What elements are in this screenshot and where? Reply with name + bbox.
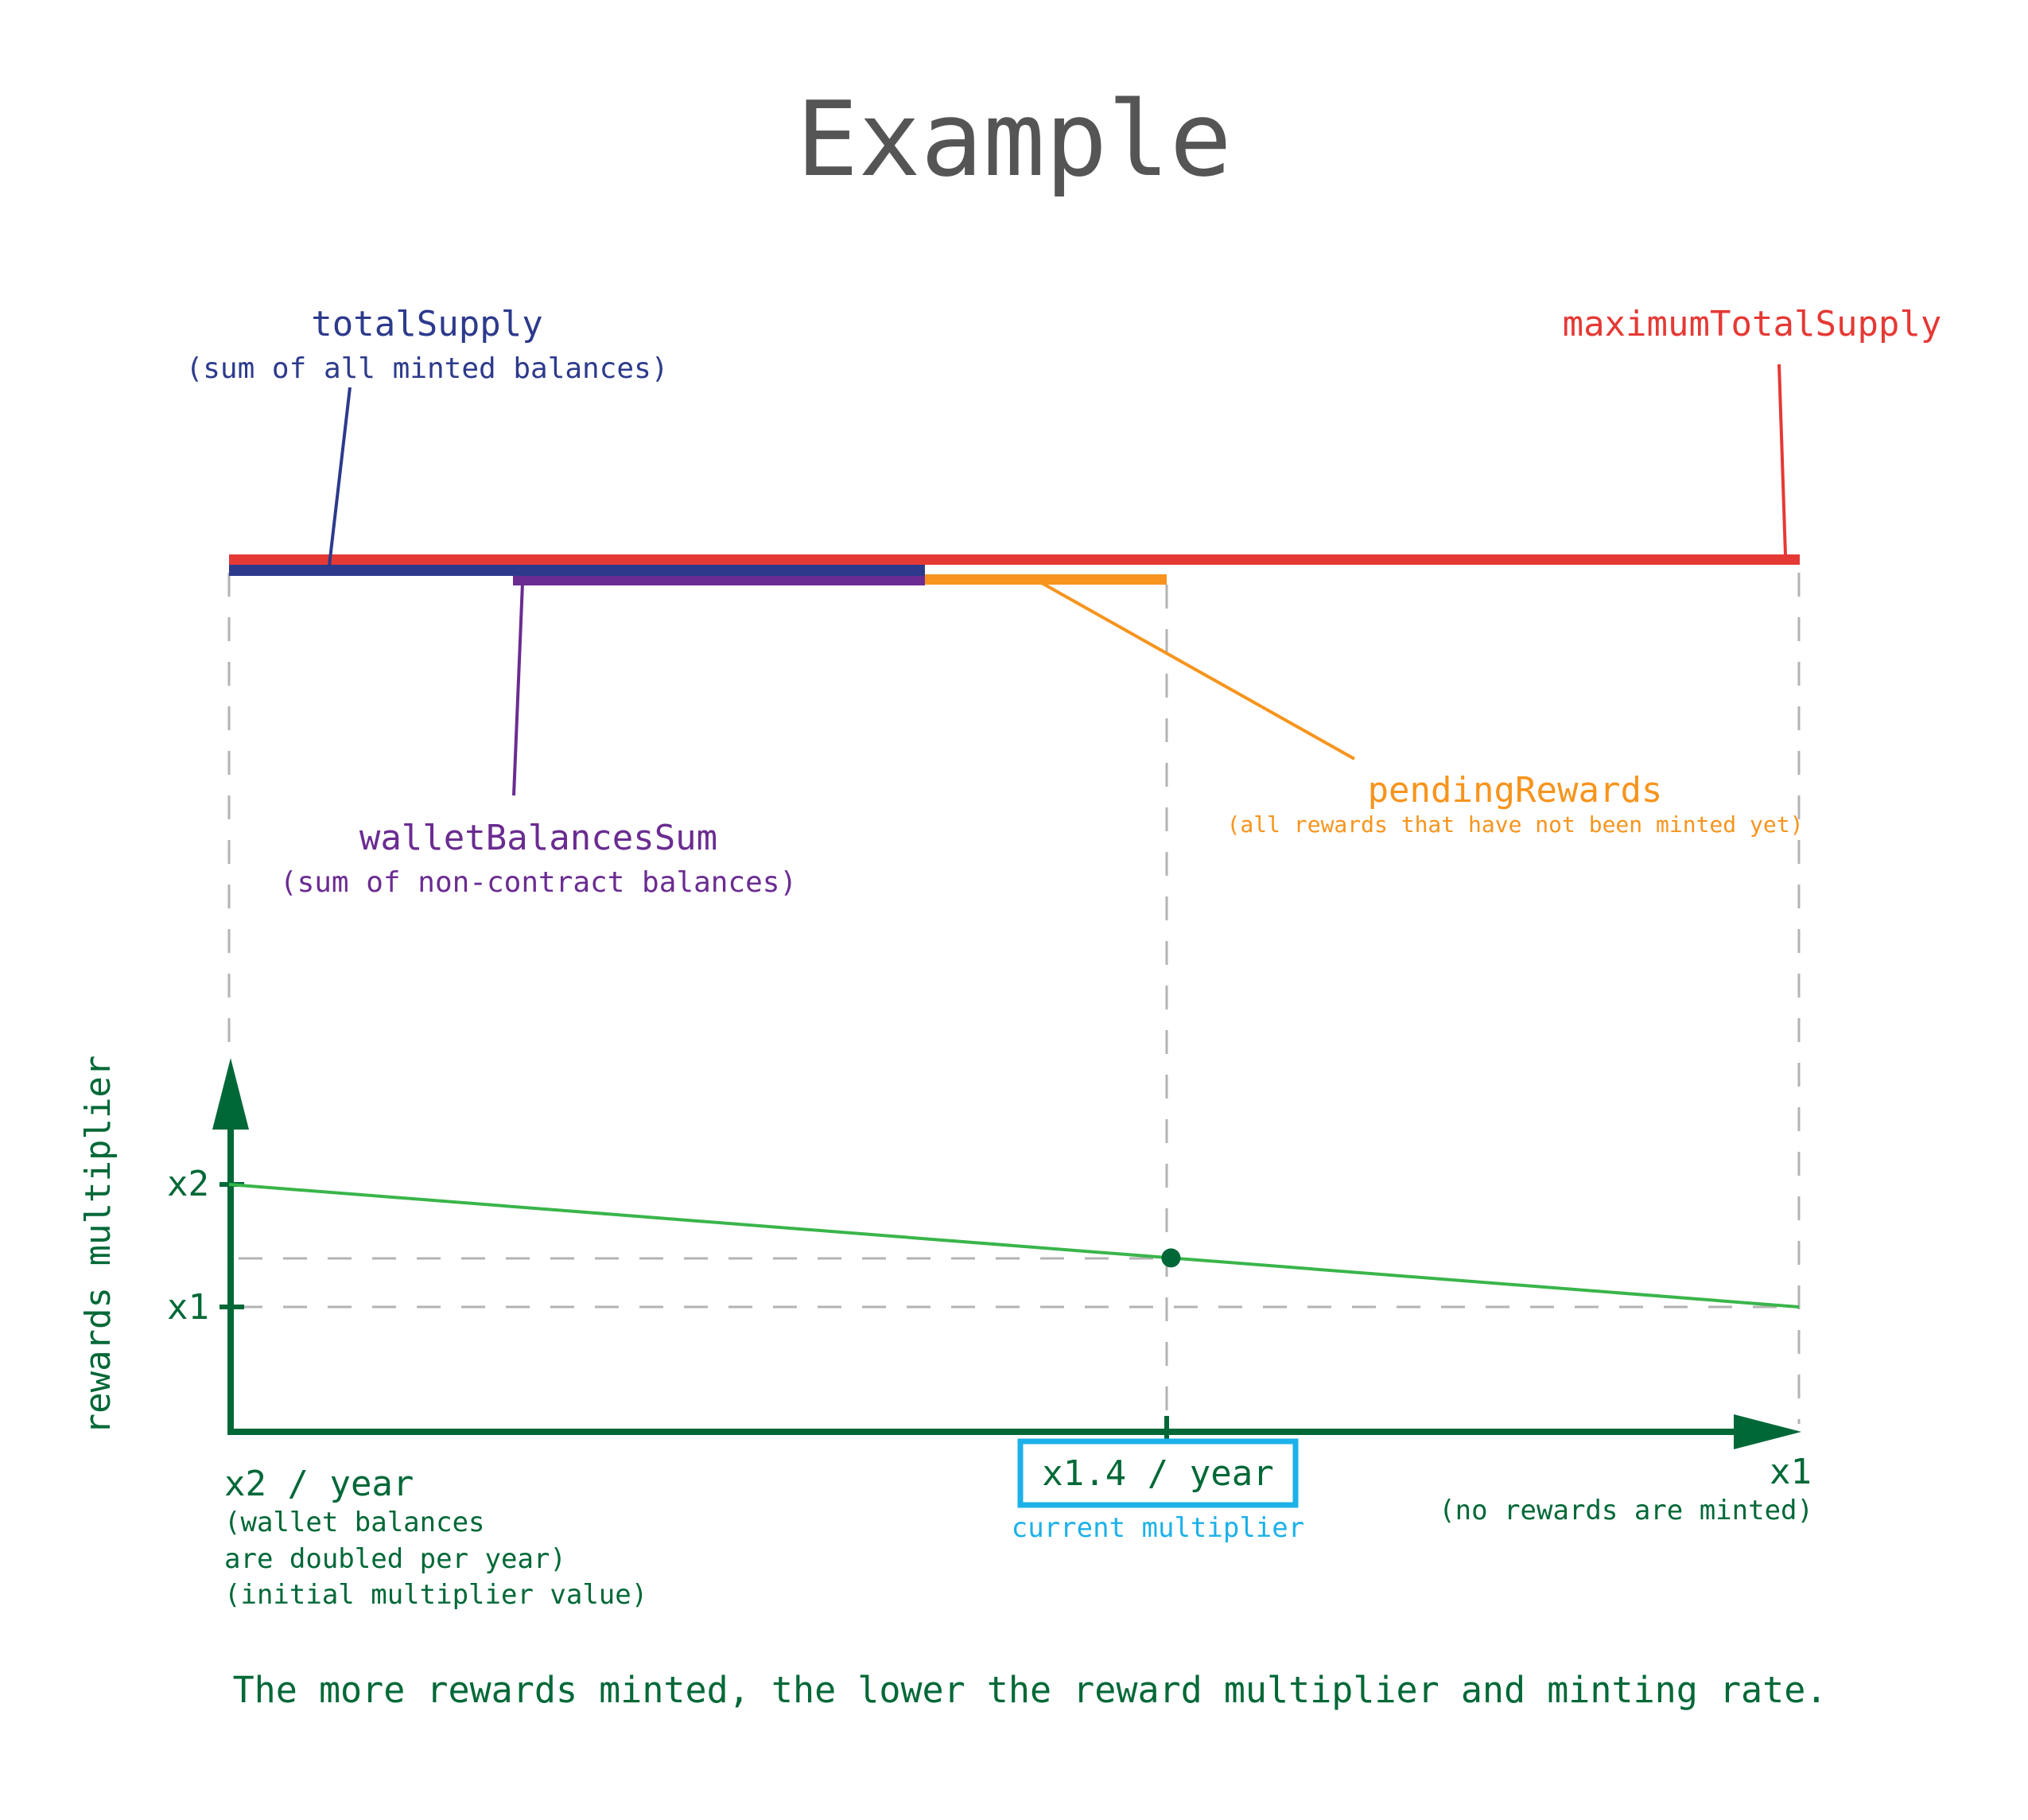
x-current-label: x1.4 / year (1042, 1453, 1273, 1494)
x-start-note-2: are doubled per year) (224, 1543, 566, 1575)
current-multiplier-point (1161, 1248, 1181, 1268)
supply-bars (229, 554, 1800, 585)
maximum-total-supply-label: maximumTotalSupply (1563, 304, 1942, 344)
total-supply-leader (328, 387, 352, 566)
wallet-balances-sum-description: (sum of non-contract balances) (280, 866, 797, 899)
y-axis-arrow (212, 1058, 249, 1130)
x-current-note: current multiplier (1012, 1512, 1304, 1544)
multiplier-series-line (228, 1183, 1800, 1309)
pending-rewards-bar (925, 574, 1167, 585)
footer-caption: The more rewards minted, the lower the r… (233, 1669, 1828, 1711)
x-end-label: x1 (1770, 1452, 1812, 1492)
maximum-total-supply-bar (229, 554, 1800, 565)
x-axis-arrow (1734, 1414, 1801, 1449)
pending-rewards-description: (all rewards that have not been minted y… (1227, 811, 1804, 838)
y-tick-label-x2: x2 (167, 1164, 209, 1204)
wallet-balances-sum-leader (512, 582, 524, 796)
pending-rewards-leader (1041, 581, 1355, 760)
current-multiplier-box (1017, 1438, 1299, 1508)
wallet-balances-sum-label: walletBalancesSum (359, 818, 717, 858)
total-supply-description: (sum of all minted balances) (186, 352, 669, 385)
page-title: Example (796, 79, 1232, 200)
guide-lines (227, 573, 1801, 1424)
wallet-balances-sum-bar (513, 576, 925, 585)
x-start-note-3: (initial multiplier value) (224, 1579, 647, 1611)
y-axis-title: rewards multiplier (78, 1056, 118, 1435)
maximum-total-supply-leader (1777, 364, 1787, 556)
x-start-label: x2 / year (224, 1464, 414, 1504)
total-supply-bar (229, 565, 925, 576)
x-end-note: (no rewards are minted) (1439, 1495, 1813, 1526)
x-start-note-1: (wallet balances (224, 1507, 485, 1538)
total-supply-label: totalSupply (311, 304, 542, 344)
y-tick-label-x1: x1 (167, 1287, 209, 1328)
multiplier-chart: x2 x1 rewards multiplier x2 / year (wall… (78, 1056, 1813, 1611)
pending-rewards-label: pendingRewards (1368, 770, 1663, 811)
